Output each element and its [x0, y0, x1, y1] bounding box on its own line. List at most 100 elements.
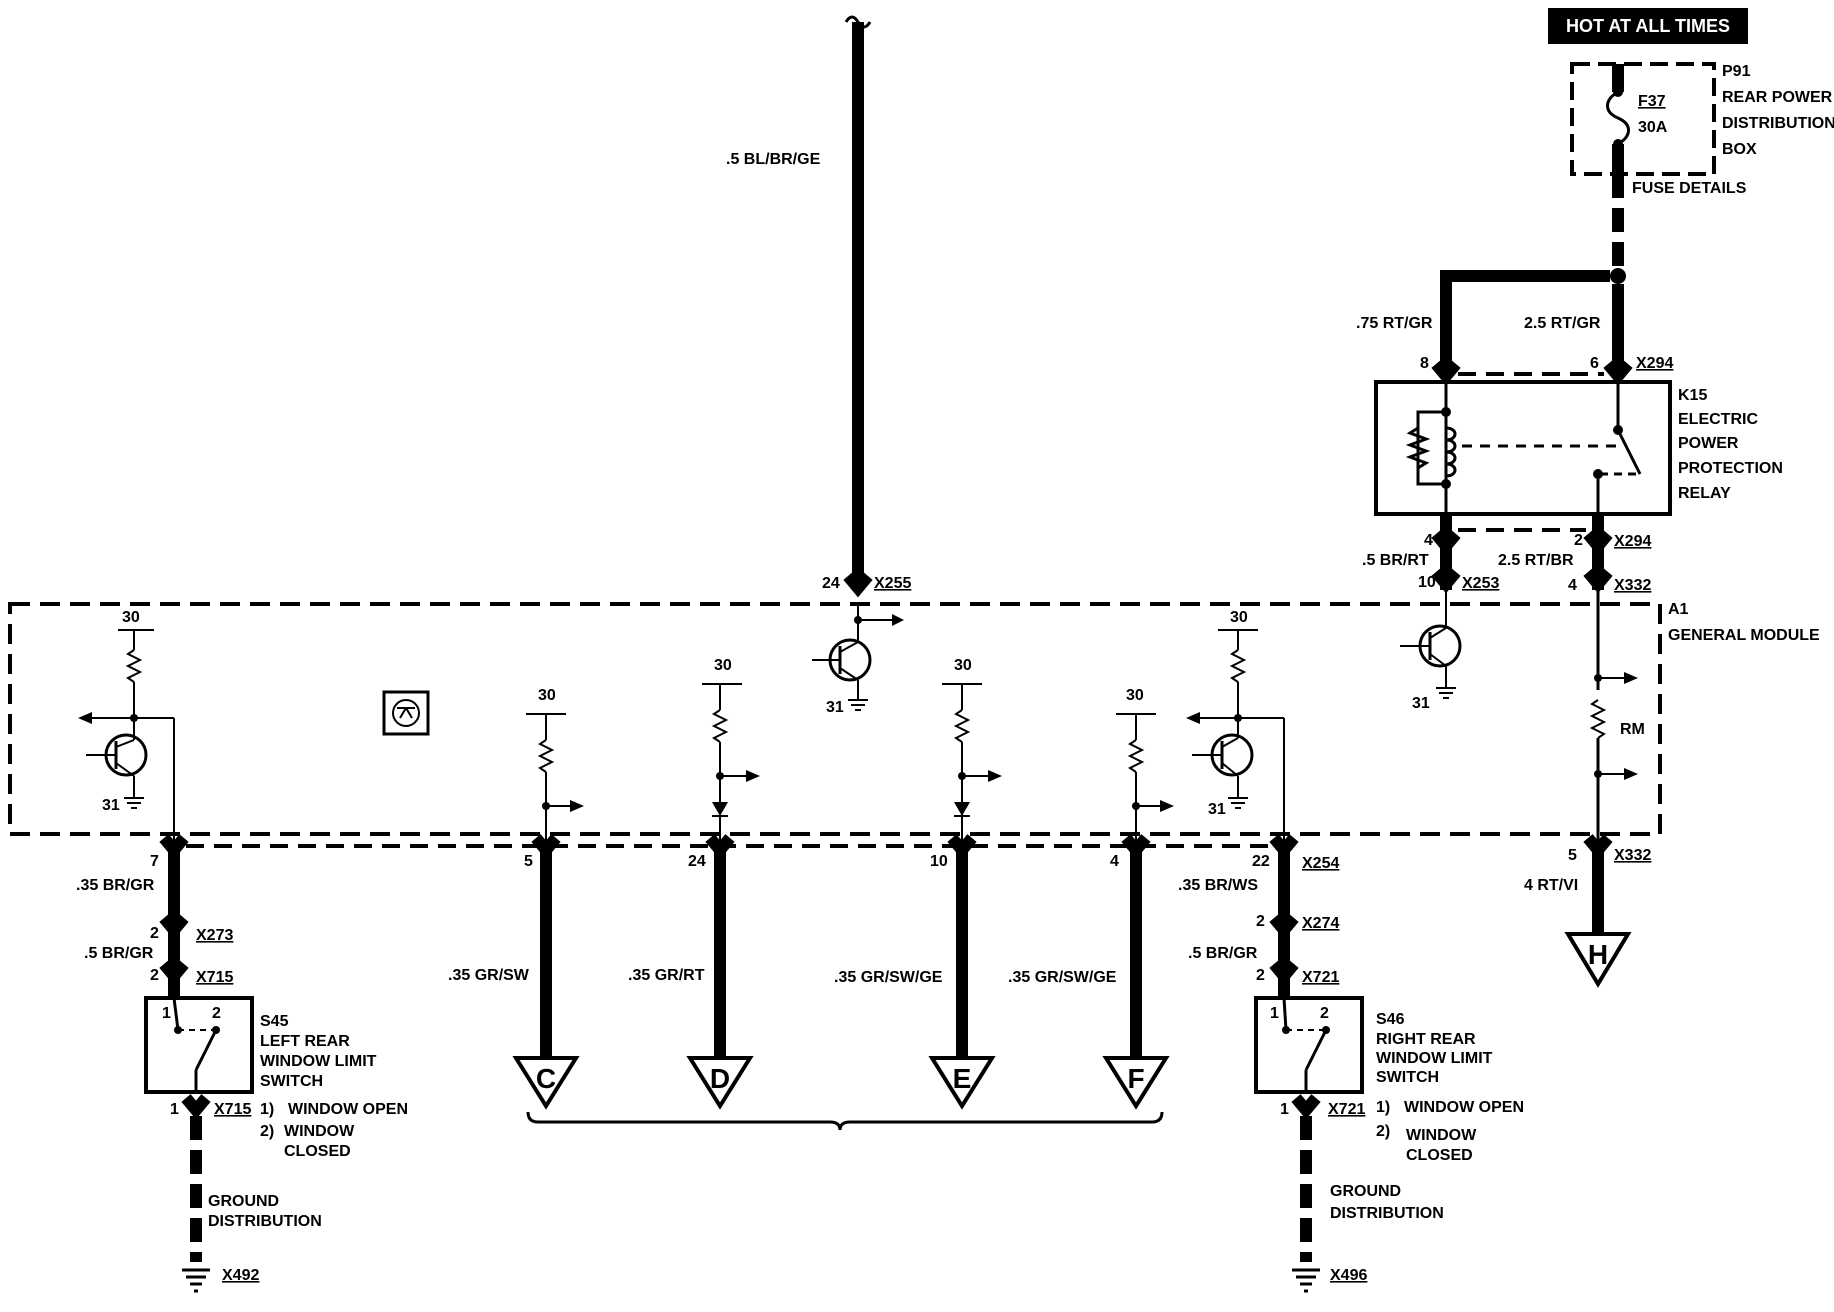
right-ground-1: GROUND	[1330, 1183, 1401, 1200]
connector-x715-top: X715	[196, 969, 233, 986]
pin-5-rm: 5	[1568, 847, 1577, 864]
wire-top-feed: .5 BL/BR/GE	[726, 151, 821, 168]
grouping-brace	[526, 1111, 1164, 1131]
fuse-box-name-3: BOX	[1722, 141, 1757, 158]
relay-name-4: RELAY	[1678, 485, 1731, 502]
svg-text:C: C	[536, 1063, 556, 1094]
wire-h: 4 RT/VI	[1524, 877, 1578, 894]
left-sw-pin-1: 1	[162, 1005, 171, 1022]
wire-relay-out-right: 2.5 RT/BR	[1498, 552, 1574, 569]
pin-2-x715: 2	[150, 967, 159, 984]
wire-relay-in-left: .75 RT/GR	[1356, 315, 1433, 332]
pin-2-x274: 2	[1256, 913, 1265, 930]
pin-2-x721: 2	[1256, 967, 1265, 984]
svg-text:D: D	[710, 1063, 730, 1094]
relay-connector-bottom: X294	[1614, 533, 1651, 550]
pin-5-c: 5	[524, 853, 533, 870]
connector-x496: X496	[1330, 1267, 1367, 1284]
connector-x715-bottom: X715	[214, 1101, 251, 1118]
left-switch-name-3: SWITCH	[260, 1073, 323, 1090]
module-id: A1	[1668, 601, 1689, 618]
ground-triangle-c: C	[512, 1056, 580, 1110]
left-legend-1-num: 1)	[260, 1101, 274, 1118]
ground-triangle-e: E	[928, 1056, 996, 1110]
relay-coil-icon	[1445, 426, 1457, 478]
fuse-box-name-1: REAR POWER	[1722, 89, 1833, 106]
relay-k15-box	[1374, 380, 1672, 516]
v30-right: 30	[1230, 609, 1248, 626]
left-legend-2-num: 2)	[260, 1123, 274, 1140]
svg-text:H: H	[1588, 939, 1608, 970]
wire-right-module: .35 BR/WS	[1178, 877, 1258, 894]
connector-x273: X273	[196, 927, 233, 944]
pin-10-relay: 10	[1418, 574, 1436, 591]
connector-x253: X253	[1462, 575, 1499, 592]
left-ground-2: DISTRIBUTION	[208, 1213, 322, 1230]
wire-e: .35 GR/SW/GE	[834, 969, 943, 986]
right-legend-3-text: CLOSED	[1406, 1147, 1473, 1164]
left-switch-name-1: LEFT REAR	[260, 1033, 350, 1050]
v30-f: 30	[1126, 687, 1144, 704]
fuse-rating: 30A	[1638, 119, 1668, 136]
pin-1-x715: 1	[170, 1101, 179, 1118]
pin-24-d: 24	[688, 853, 706, 870]
pin-10-e: 10	[930, 853, 948, 870]
relay-name-2: POWER	[1678, 435, 1739, 452]
hot-label: HOT AT ALL TIMES	[1566, 16, 1730, 36]
fuse-box-outline	[1570, 62, 1716, 176]
left-switch-box	[144, 996, 254, 1094]
right-legend-2-text: WINDOW	[1406, 1127, 1477, 1144]
v31-center: 31	[826, 699, 844, 716]
v31-right: 31	[1208, 801, 1226, 818]
svg-text:E: E	[953, 1063, 972, 1094]
wire-f: .35 GR/SW/GE	[1008, 969, 1117, 986]
ground-triangle-h: H	[1564, 932, 1632, 988]
svg-text:F: F	[1127, 1063, 1144, 1094]
rm-resistor	[1589, 699, 1607, 739]
right-legend-1-num: 1)	[1376, 1099, 1390, 1116]
module-internal-icon	[382, 690, 430, 736]
left-switch-contact	[194, 1029, 218, 1071]
left-switch-id: S45	[260, 1013, 289, 1030]
wire-left-module: .35 BR/GR	[76, 877, 155, 894]
connector-x332-bottom: X332	[1614, 847, 1651, 864]
wire-left-switch: .5 BR/GR	[84, 945, 154, 962]
connector-x274: X274	[1302, 915, 1339, 932]
relay-id: K15	[1678, 387, 1707, 404]
fuse-box-id: P91	[1722, 63, 1751, 80]
right-switch-name-2: WINDOW LIMIT	[1376, 1050, 1493, 1067]
left-switch-name-2: WINDOW LIMIT	[260, 1053, 377, 1070]
wire-relay-in-right: 2.5 RT/GR	[1524, 315, 1601, 332]
v30-c: 30	[538, 687, 556, 704]
relay-name-1: ELECTRIC	[1678, 411, 1758, 428]
connector-x254: X254	[1302, 855, 1339, 872]
module-name: GENERAL MODULE	[1668, 627, 1820, 644]
diode-d	[712, 802, 728, 816]
connector-x721-bottom: X721	[1328, 1101, 1365, 1118]
right-sw-pin-2: 2	[1320, 1005, 1329, 1022]
pin-2-x273: 2	[150, 925, 159, 942]
v30-d: 30	[714, 657, 732, 674]
connector-x492: X492	[222, 1267, 259, 1284]
wire-right-switch: .5 BR/GR	[1188, 945, 1258, 962]
right-legend-1-text: WINDOW OPEN	[1404, 1099, 1524, 1116]
relay-pin-4: 4	[1424, 532, 1433, 549]
left-ground-1: GROUND	[208, 1193, 279, 1210]
connector-x255: X255	[874, 575, 911, 592]
pin-22: 22	[1252, 853, 1270, 870]
right-switch-box	[1254, 996, 1364, 1094]
v30-e: 30	[954, 657, 972, 674]
connector-x721-top: X721	[1302, 969, 1339, 986]
relay-pin-2: 2	[1574, 532, 1583, 549]
left-sw-pin-2: 2	[212, 1005, 221, 1022]
relay-connector-top: X294	[1636, 355, 1673, 372]
right-switch-name-3: SWITCH	[1376, 1069, 1439, 1086]
right-switch-id: S46	[1376, 1011, 1405, 1028]
relay-pin-8: 8	[1420, 355, 1429, 372]
pin-24-top: 24	[822, 575, 840, 592]
fuse-symbol	[1606, 90, 1630, 146]
wire-c: .35 GR/SW	[448, 967, 530, 984]
v30-left: 30	[122, 609, 140, 626]
pin-1-x721: 1	[1280, 1101, 1289, 1118]
